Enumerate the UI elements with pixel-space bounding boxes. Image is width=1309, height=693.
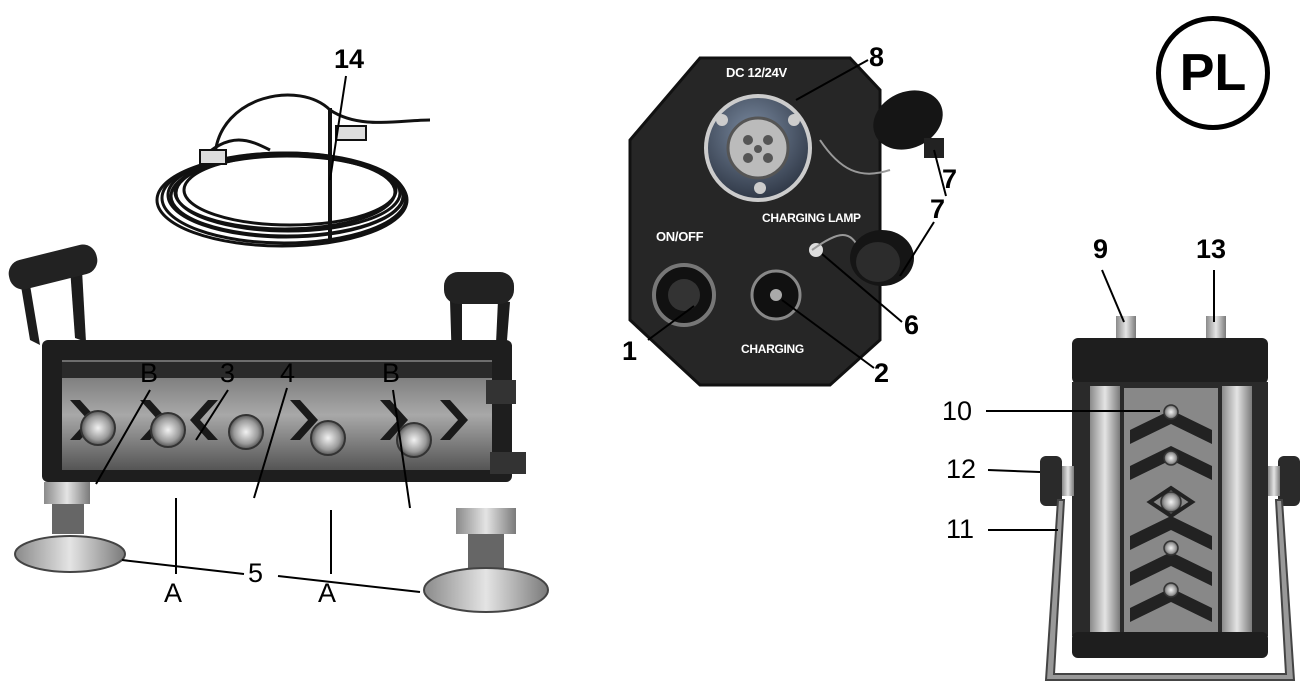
callout-b-left: B: [140, 358, 159, 388]
callout-a-left: A: [164, 578, 183, 608]
dc-voltage-label: DC 12/24V: [726, 65, 787, 80]
leader-lines: [95, 59, 1215, 593]
callout-a-right: A: [318, 578, 337, 608]
callout-13: 13: [1196, 234, 1227, 264]
callout-3: 3: [220, 358, 236, 388]
charging-lamp-label: CHARGING LAMP: [762, 211, 861, 225]
callout-10: 10: [942, 396, 973, 426]
callout-14: 14: [334, 44, 365, 74]
callout-11: 11: [946, 514, 975, 544]
language-badge-text: PL: [1179, 44, 1247, 102]
control-panel: [628, 56, 944, 387]
callout-1: 1: [622, 336, 638, 366]
callout-2: 2: [874, 358, 890, 388]
led-lenses: [80, 410, 432, 458]
callout-5: 5: [248, 558, 264, 588]
side-view-unit: [1040, 316, 1300, 681]
callout-4: 4: [280, 358, 296, 388]
callout-8: 8: [869, 42, 885, 72]
light-bar-unit: [8, 244, 549, 613]
callout-12: 12: [946, 454, 977, 484]
charging-label: CHARGING: [741, 342, 804, 356]
on-off-label: ON/OFF: [656, 229, 704, 244]
callout-7-lower: 7: [930, 194, 946, 224]
callout-b-right: B: [382, 358, 401, 388]
callout-6: 6: [904, 310, 920, 340]
callout-7-upper: 7: [942, 164, 958, 194]
cable-coil: [155, 93, 431, 248]
language-badge: PL: [1156, 16, 1270, 130]
callout-9: 9: [1093, 234, 1109, 264]
